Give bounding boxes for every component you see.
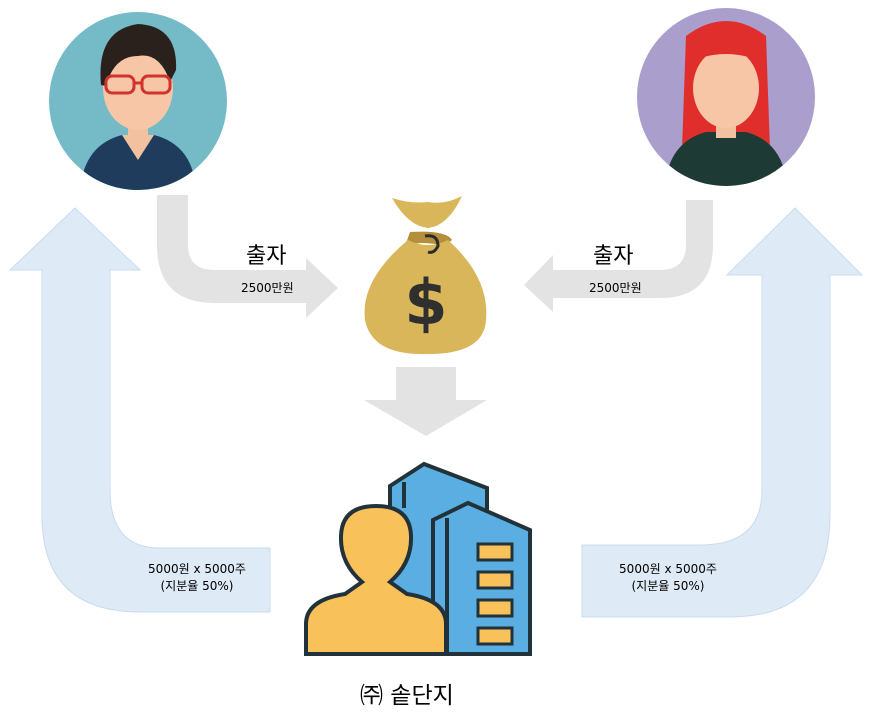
man-with-glasses-avatar-icon: [49, 12, 227, 190]
investment-arrow-left: [157, 195, 338, 318]
down-arrow: [364, 367, 487, 436]
money-bag-icon: $: [364, 196, 487, 355]
investment-label-left: 출자: [246, 244, 287, 269]
investment-amount-left: 2500만원: [241, 281, 294, 295]
company-name: ㈜ 솥단지: [360, 683, 454, 709]
ownership-right: (지분율 50%): [631, 579, 705, 593]
svg-text:$: $: [404, 266, 447, 339]
investment-amount-right: 2500만원: [589, 281, 642, 295]
return-arrow-left: [8, 207, 271, 613]
return-arrow-right: [581, 207, 864, 618]
investment-label-right: 출자: [593, 244, 634, 269]
company-building-person-icon: [304, 461, 532, 656]
share-info-left: 5000원 x 5000주 (지분율 50%): [132, 560, 262, 594]
share-count-left: 5000원 x 5000주: [148, 562, 246, 576]
share-info-right: 5000원 x 5000주 (지분율 50%): [603, 560, 733, 594]
investment-arrow-right: [524, 200, 713, 312]
ownership-left: (지분율 50%): [160, 579, 234, 593]
woman-red-hair-avatar-icon: [637, 8, 815, 186]
share-count-right: 5000원 x 5000주: [619, 562, 717, 576]
